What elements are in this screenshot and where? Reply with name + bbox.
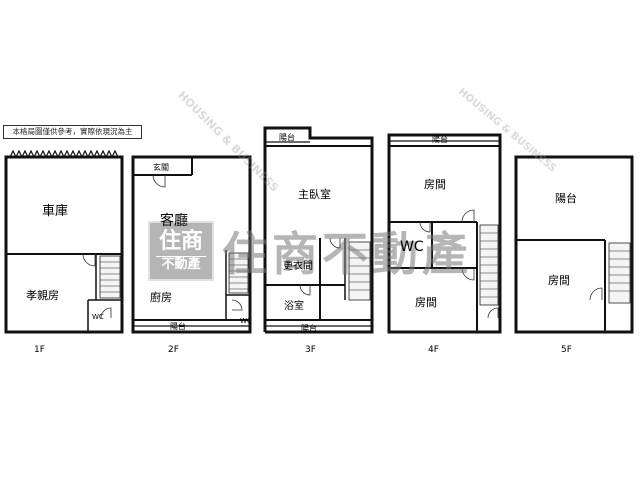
balcony-rails xyxy=(133,140,500,327)
stair-treads xyxy=(100,232,630,298)
room-label-master-bedroom: 主臥室 xyxy=(298,188,331,201)
floor-label-4f: 4F xyxy=(428,345,439,355)
floor-3f-walls xyxy=(263,126,374,334)
room-label-garage: 車庫 xyxy=(42,204,69,219)
room-label-bathroom: 浴室 xyxy=(284,301,304,312)
floor-2f-walls xyxy=(131,155,252,334)
room-label-2f-wc: WC xyxy=(240,317,252,325)
room-label-closet: 更衣間 xyxy=(283,261,313,272)
floor-label-3f: 3F xyxy=(305,345,316,355)
garage-door-mark xyxy=(9,149,119,159)
room-label-5f-room: 房間 xyxy=(548,274,570,287)
disclaimer-note: 本格局圖僅供參考，實際依現況為主 xyxy=(3,125,142,139)
floor-label-2f: 2F xyxy=(168,345,179,355)
floor-5f-walls xyxy=(514,155,634,334)
room-label-3f-balcony-top: 陽台 xyxy=(279,133,295,142)
room-label-2f-balcony: 陽台 xyxy=(170,322,186,331)
room-label-4f-balcony: 陽台 xyxy=(432,135,448,144)
room-label-parents-room: 孝親房 xyxy=(26,289,59,302)
room-label-4f-room-top: 房間 xyxy=(424,178,446,191)
stairs xyxy=(99,224,631,306)
room-label-3f-balcony-bottom: 陽台 xyxy=(301,324,317,333)
room-label-4f-room-bottom: 房間 xyxy=(415,296,437,309)
floor-label-1f: 1F xyxy=(34,345,45,355)
room-label-1f-wc: WC xyxy=(92,313,104,321)
floor-1f-walls xyxy=(4,155,124,334)
floor-label-5f: 5F xyxy=(561,345,572,355)
room-label-5f-balcony: 陽台 xyxy=(555,192,577,205)
room-label-4f-wc: WC xyxy=(400,239,424,255)
door-swings xyxy=(82,174,603,319)
room-label-foyer: 玄關 xyxy=(153,163,169,172)
room-label-living: 客廳 xyxy=(160,213,188,229)
room-label-kitchen: 廚房 xyxy=(150,291,172,304)
